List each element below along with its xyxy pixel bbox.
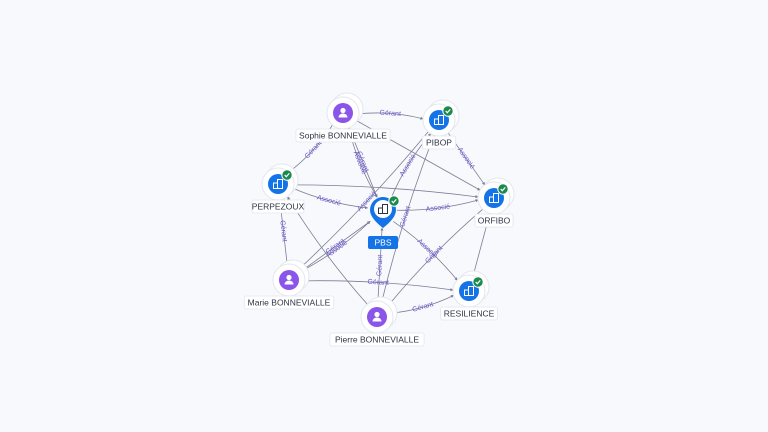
edge-label: Gérant: [367, 279, 389, 287]
edge-label: Associé: [425, 203, 450, 213]
node-label: PERPEZOUX: [252, 201, 305, 211]
edge-label: Gérant: [399, 205, 412, 228]
node-perpezoux[interactable]: PERPEZOUX: [251, 163, 305, 214]
building-icon: [434, 115, 444, 125]
edge-label: Associé: [399, 153, 418, 178]
edge-line: [356, 112, 424, 120]
edge-line: [291, 187, 369, 210]
verified-check-icon: [442, 105, 454, 117]
nodes-layer: PBS Sophie BONNEVIALLE PIBOP PERPEZOUX ORFIB…: [243, 92, 515, 347]
edge-label: Gérant: [304, 140, 324, 161]
node-label: Pierre BONNEVIALLE: [335, 334, 419, 344]
node-resilience[interactable]: RESILIENCE: [440, 270, 498, 321]
node-sophie[interactable]: Sophie BONNEVIALLE: [295, 92, 391, 143]
verified-check-icon: [472, 276, 484, 288]
person-icon: [284, 274, 294, 285]
edge-line: [396, 199, 479, 211]
building-icon: [489, 193, 499, 203]
node-pbs[interactable]: PBS: [367, 195, 400, 249]
node-label-box: [440, 306, 498, 321]
edge-label: Associé: [316, 194, 342, 207]
edge-sophie-orfibo[interactable]: [355, 119, 481, 191]
edge-marie-resilience[interactable]: Gérant: [302, 279, 454, 292]
edge-pierre-pbs[interactable]: Gérant: [376, 227, 384, 304]
edge-label: Associé: [456, 146, 476, 170]
edge-label: Gérant: [412, 301, 435, 314]
edge-line: [291, 184, 479, 199]
edge-line: [288, 123, 334, 173]
node-pibop[interactable]: PIBOP: [421, 99, 460, 150]
edge-line: [300, 221, 371, 273]
node-label: Sophie BONNEVIALLE: [299, 130, 387, 140]
verified-check-icon: [388, 195, 400, 207]
edge-label: Gérant: [376, 255, 384, 277]
edge-line: [393, 221, 458, 281]
edge-perpezoux-orfibo[interactable]: [291, 184, 479, 199]
edge-pbs-orfibo[interactable]: Associé: [396, 199, 479, 213]
person-icon: [372, 311, 382, 322]
node-label: RESILIENCE: [444, 308, 495, 318]
node-orfibo[interactable]: ORFIBO: [474, 177, 515, 228]
node-label-box: [243, 295, 335, 310]
node-label-box: [367, 236, 399, 249]
person-icon: [338, 107, 348, 118]
edge-line: [377, 227, 384, 304]
edge-pbs-resilience[interactable]: Associé: [393, 221, 458, 281]
building-icon: [464, 286, 474, 296]
verified-check-icon: [497, 183, 509, 195]
node-pierre[interactable]: Pierre BONNEVIALLE: [329, 296, 425, 347]
node-label-box: [251, 199, 305, 214]
node-label: ORFIBO: [478, 215, 511, 225]
node-label-box: [295, 128, 391, 143]
edge-line: [355, 119, 481, 191]
node-label: PIBOP: [426, 137, 452, 147]
edge-sophie-pibop[interactable]: Gérant: [356, 110, 424, 120]
building-icon: [378, 204, 388, 214]
edge-label: Gérant: [278, 220, 287, 242]
node-label-box: [329, 332, 425, 347]
node-marie[interactable]: Marie BONNEVIALLE: [243, 259, 335, 310]
verified-check-icon: [281, 169, 293, 181]
node-label: PBS: [374, 237, 391, 247]
edge-line: [299, 129, 430, 269]
edge-line: [300, 221, 371, 273]
building-icon: [273, 179, 283, 189]
edge-line: [302, 280, 454, 292]
node-label: Marie BONNEVIALLE: [248, 297, 331, 307]
node-label-box: [474, 213, 514, 228]
node-label-box: [421, 135, 457, 150]
edge-line: [380, 133, 436, 303]
edge-label: Gérant: [379, 110, 401, 119]
